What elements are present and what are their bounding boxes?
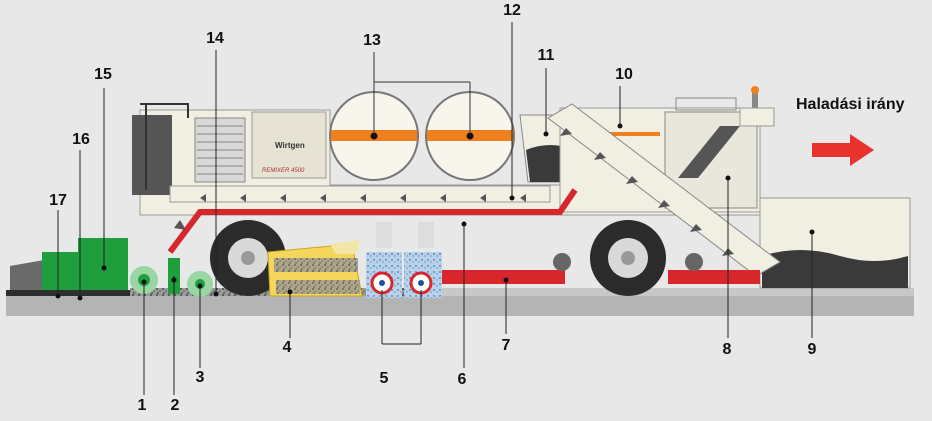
old-pavement-layer [440,288,914,296]
callout-13: 13 [363,32,381,49]
front-wheel-hub [621,251,635,265]
brand-badge: Wirtgen [275,141,305,150]
leader-dots [55,123,815,301]
mixer-chute [330,240,360,254]
callout-7: 7 [501,337,511,354]
inclined-conveyor [547,103,781,277]
callout-16: 16 [72,131,90,148]
milling-drum-right-core [418,280,424,286]
callout-5: 5 [379,370,389,387]
new-asphalt-layer [6,290,136,296]
milling-drum-left-core [379,280,385,286]
callout-6: 6 [457,371,467,388]
callout-9: 9 [807,341,817,358]
rear-wheel-hub [241,251,255,265]
leader-lines [57,22,813,395]
callout-2: 2 [170,397,180,414]
spray-chamber [678,126,740,178]
radiator-slats [197,125,243,175]
red-front-frame [668,270,760,284]
guard-rail [140,103,189,190]
tank-right-marker [466,132,474,140]
direction-label: Haladási irány [796,96,905,113]
paver-screed [10,260,44,290]
red-main-frame [167,188,578,254]
horizontal-conveyor [169,185,551,203]
callout-10: 10 [615,66,633,83]
front-nose [739,107,775,127]
pugmill-grid [274,258,358,272]
side-panel [251,111,327,179]
callout-15: 15 [94,66,112,83]
red-rear-frame [440,270,565,284]
model-badge: REMIXER 4500 [262,168,305,174]
ground-surface [6,296,914,316]
callout-8: 8 [722,341,732,358]
drum-ducts-2 [418,222,434,248]
callout-3: 3 [195,369,205,386]
orange-stripe [600,132,660,136]
paver-unit-15 [78,238,128,290]
drum-ducts [376,222,392,248]
support-roller-right [685,253,703,271]
operator-platform [132,115,172,195]
direction-arrow [812,134,874,166]
support-roller-left [553,253,571,271]
front-material-pile [762,250,908,288]
beacon-post [752,92,758,108]
tank-left-marker [370,132,378,140]
callout-14: 14 [206,30,224,47]
pugmill-grid-lower [276,280,360,294]
roof-rail [675,97,737,111]
paver-unit-16 [42,252,82,290]
beacon-light [751,86,759,94]
callout-4: 4 [282,339,292,356]
callout-11: 11 [537,47,555,64]
callout-17: 17 [49,192,67,209]
callout-12: 12 [503,2,521,19]
conveyor-arrows-horizontal [174,194,526,230]
callout-1: 1 [137,397,147,414]
